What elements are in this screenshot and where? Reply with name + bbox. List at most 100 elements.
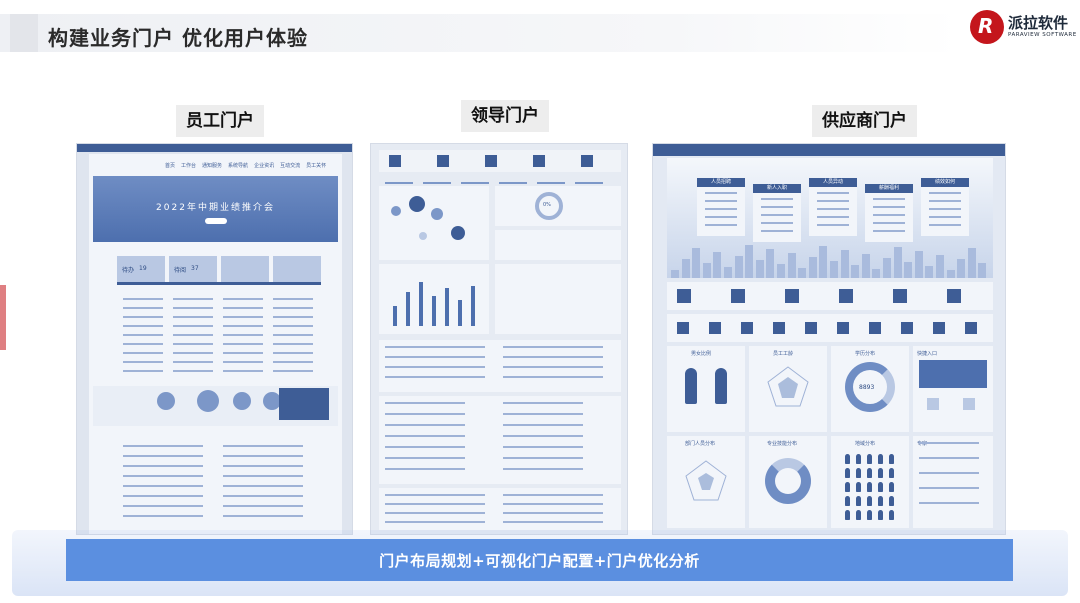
- logo-mark-icon: R: [970, 10, 1004, 44]
- stat-card-todo[interactable]: 待办 19: [117, 256, 165, 284]
- employee-nav-item[interactable]: 通知服务: [202, 163, 223, 169]
- bubble: [409, 196, 425, 212]
- category-header: 绩效如何: [921, 178, 969, 187]
- kpi-icon[interactable]: [933, 322, 945, 334]
- skyline-building: [713, 252, 722, 278]
- employee-nav-item[interactable]: 互动交流: [280, 163, 301, 169]
- person-icon: [856, 510, 861, 520]
- kpi-icon[interactable]: [901, 322, 913, 334]
- placeholder-line: [503, 521, 603, 523]
- stat-card[interactable]: [221, 256, 269, 284]
- category-card[interactable]: 人员异动: [809, 178, 857, 236]
- expert-card: 专家: [913, 436, 993, 528]
- kpi-icon[interactable]: [869, 322, 881, 334]
- category-header: 人员异动: [809, 178, 857, 187]
- bar: [432, 296, 436, 326]
- placeholder-line: [123, 465, 203, 467]
- placeholder-line: [385, 356, 485, 358]
- skyline-building: [755, 260, 764, 278]
- category-card[interactable]: 薪酬福利: [865, 184, 913, 242]
- leader-line-chart: [495, 230, 621, 260]
- kpi-icon[interactable]: [947, 289, 961, 303]
- placeholder-line: [223, 505, 303, 507]
- kpi-icon[interactable]: [437, 155, 449, 167]
- employee-banner: 2022年中期业绩推介会: [93, 176, 338, 242]
- employee-nav-item[interactable]: 首页: [165, 163, 176, 169]
- placeholder-line: [929, 224, 961, 226]
- kpi-icon[interactable]: [677, 322, 689, 334]
- placeholder-line: [929, 216, 961, 218]
- avatar: [233, 392, 251, 410]
- placeholder-line: [503, 494, 603, 496]
- person-icon: [845, 468, 850, 478]
- placeholder-line: [537, 182, 565, 184]
- banner-button[interactable]: [205, 218, 227, 224]
- kpi-icon[interactable]: [389, 155, 401, 167]
- kpi-icon[interactable]: [741, 322, 753, 334]
- kpi-icon[interactable]: [773, 322, 785, 334]
- person-icon: [845, 454, 850, 464]
- placeholder-line: [705, 192, 737, 194]
- placeholder-line: [273, 334, 313, 336]
- stat-card[interactable]: [273, 256, 321, 284]
- placeholder-line: [423, 182, 451, 184]
- employee-nav-item[interactable]: 工作台: [181, 163, 197, 169]
- placeholder-line: [705, 224, 737, 226]
- category-card[interactable]: 绩效如何: [921, 178, 969, 236]
- employee-nav-item[interactable]: 企业资讯: [254, 163, 275, 169]
- employee-nav-item[interactable]: 员工关怀: [306, 163, 327, 169]
- skyline-building: [808, 257, 817, 278]
- placeholder-line: [503, 435, 583, 437]
- doc-icon[interactable]: [963, 398, 975, 410]
- kpi-icon[interactable]: [731, 289, 745, 303]
- placeholder-line: [385, 457, 465, 459]
- skyline-building: [957, 259, 966, 278]
- kpi-icon[interactable]: [805, 322, 817, 334]
- supplier-topbar: [653, 144, 1005, 156]
- placeholder-line: [817, 200, 849, 202]
- category-card[interactable]: 新人入职: [753, 184, 801, 242]
- placeholder-line: [123, 334, 163, 336]
- dept-distribution-card: 部门人员分布: [667, 436, 745, 528]
- kpi-icon[interactable]: [837, 322, 849, 334]
- person-icon: [845, 496, 850, 506]
- placeholder-line: [173, 307, 213, 309]
- stat-card-toread[interactable]: 待阅 37: [169, 256, 217, 284]
- placeholder-line: [273, 307, 313, 309]
- leader-bar-chart: [379, 264, 489, 334]
- kpi-icon[interactable]: [581, 155, 593, 167]
- person-icon: [878, 482, 883, 492]
- calendar-icon[interactable]: [927, 398, 939, 410]
- kpi-icon[interactable]: [965, 322, 977, 334]
- placeholder-line: [223, 465, 303, 467]
- person-icon: [889, 496, 894, 506]
- person-icon: [867, 468, 872, 478]
- placeholder-line: [173, 316, 213, 318]
- placeholder-line: [761, 230, 793, 232]
- kpi-icon[interactable]: [485, 155, 497, 167]
- placeholder-line: [385, 413, 465, 415]
- kpi-icon[interactable]: [533, 155, 545, 167]
- kpi-icon[interactable]: [677, 289, 691, 303]
- person-icon: [856, 454, 861, 464]
- category-card[interactable]: 人员招聘: [697, 178, 745, 236]
- placeholder-line: [503, 356, 603, 358]
- gift-icon-tile[interactable]: [919, 360, 987, 388]
- pie-value: 8893: [859, 384, 875, 391]
- kpi-icon[interactable]: [709, 322, 721, 334]
- placeholder-line: [123, 515, 203, 517]
- placeholder-line: [919, 487, 979, 489]
- employee-nav-item[interactable]: 系统导航: [228, 163, 249, 169]
- kpi-icon[interactable]: [839, 289, 853, 303]
- placeholder-line: [223, 455, 303, 457]
- placeholder-line: [503, 376, 603, 378]
- employee-topbar: [77, 144, 352, 152]
- culture-strip: [93, 386, 338, 426]
- placeholder-line: [223, 298, 263, 300]
- video-thumbnail[interactable]: [279, 388, 329, 420]
- kpi-icon[interactable]: [785, 289, 799, 303]
- kpi-icon[interactable]: [893, 289, 907, 303]
- portal-label-leader: 领导门户: [461, 100, 549, 132]
- skyline-building: [967, 248, 976, 278]
- bar: [419, 282, 423, 326]
